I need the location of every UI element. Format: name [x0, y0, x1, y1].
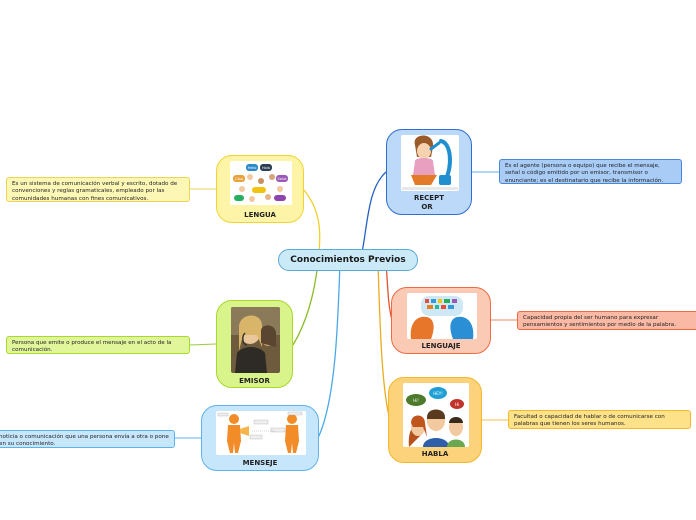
topic-menseje[interactable]: MENSEJE [201, 405, 319, 471]
note-habla: Facultad o capacidad de hablar o de comu… [508, 410, 691, 429]
bubble-salut: Salut [278, 177, 288, 181]
topic-habla-label: HABLA [421, 450, 449, 458]
receptor-illustration [401, 135, 459, 191]
topic-lengua-label: LENGUA [244, 211, 276, 219]
note-lenguaje: Capacidad propia del ser humano para exp… [517, 311, 696, 330]
note-emisor: Persona que emite o produce el mensaje e… [6, 336, 190, 354]
topic-lengua[interactable]: Hello Hola Ciao Salut LENGUA [216, 155, 304, 223]
note-menseje: noticia o comunicación que una persona e… [0, 430, 175, 448]
bubble-hi-2: Hi [455, 402, 459, 407]
topic-habla[interactable]: Hi! HEY! Hi HABLA [388, 377, 482, 463]
bubble-ciao: Ciao [235, 177, 243, 181]
topic-lenguaje-label: LENGUAJE [421, 342, 461, 350]
topic-receptor[interactable]: RECEPT OR [386, 129, 472, 215]
habla-illustration: Hi! HEY! Hi [403, 383, 469, 447]
lenguaje-illustration [407, 293, 477, 339]
menseje-illustration [216, 411, 306, 455]
topic-emisor-label: EMISOR [239, 377, 270, 385]
lengua-illustration: Hello Hola Ciao Salut [230, 161, 292, 205]
note-lengua: Es un sistema de comunicación verbal y e… [6, 177, 190, 202]
central-topic[interactable]: Conocimientos Previos [278, 249, 418, 271]
bubble-hola: Hola [262, 166, 270, 170]
topic-emisor[interactable]: EMISOR [216, 300, 293, 388]
bubble-hey: HEY! [433, 391, 443, 396]
topic-receptor-label-2: OR [421, 203, 433, 211]
topic-lenguaje[interactable]: LENGUAJE [391, 287, 491, 354]
emisor-photo [231, 307, 280, 373]
bubble-hi-1: Hi! [413, 398, 419, 403]
topic-receptor-label-1: RECEPT [414, 194, 444, 202]
note-receptor: Es el agente (persona o equipo) que reci… [499, 159, 682, 184]
bubble-hello: Hello [248, 166, 257, 170]
topic-menseje-label: MENSEJE [242, 459, 278, 467]
